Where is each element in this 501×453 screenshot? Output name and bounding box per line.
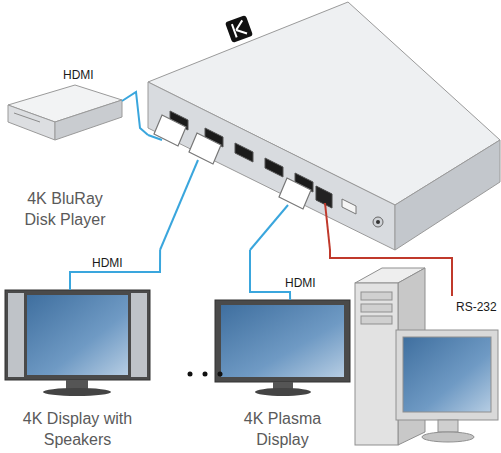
hdmi-distributor xyxy=(395,140,500,250)
hdmi-distributor xyxy=(225,15,253,43)
hdmi-plug xyxy=(154,115,186,146)
hdmi-port xyxy=(235,143,253,162)
computer-node xyxy=(350,265,500,445)
bluray-player xyxy=(14,113,40,122)
rs232-wire-tail xyxy=(325,203,330,250)
display-with-speakers xyxy=(8,293,24,377)
rs232-terminal xyxy=(316,186,332,208)
display-with-speakers xyxy=(43,388,111,396)
computer xyxy=(361,292,392,300)
hdmi-port xyxy=(265,158,283,177)
hdmi-cable xyxy=(122,92,148,135)
computer xyxy=(403,337,491,412)
signal-label: HDMI xyxy=(92,256,123,270)
computer xyxy=(396,330,498,420)
device-caption: 4K BluRay Disk Player xyxy=(15,188,115,230)
display-with-speakers xyxy=(5,290,150,396)
plasma-display xyxy=(255,388,311,396)
dc-jack xyxy=(373,217,383,227)
plasma-display xyxy=(215,300,350,382)
device-caption: 4K Plasma Display xyxy=(228,408,338,450)
rs232-cable xyxy=(330,250,452,265)
ellipsis-dots xyxy=(218,372,223,377)
signal-label: HDMI xyxy=(63,68,94,82)
device-caption: 4K Display with Speakers xyxy=(13,408,143,450)
signal-label: HDMI xyxy=(285,276,316,290)
player-node: 4K BluRay Disk Player xyxy=(8,85,122,140)
bluray-player xyxy=(55,100,122,140)
display-with-speakers xyxy=(5,290,150,380)
computer xyxy=(355,283,398,445)
display-node: 4K Plasma Display xyxy=(215,300,350,395)
computer xyxy=(438,420,458,432)
dip-switch xyxy=(342,199,356,214)
cable-tail xyxy=(148,135,162,140)
rs232-terminal xyxy=(316,186,332,208)
rs232-wire-tail xyxy=(325,203,452,296)
display-with-speakers xyxy=(131,293,147,377)
signal-label: RS-232 xyxy=(456,300,497,314)
cable-tail xyxy=(160,160,198,250)
cable-tail xyxy=(250,205,288,250)
plasma-display xyxy=(221,305,344,377)
computer xyxy=(361,316,392,324)
bluray-player xyxy=(8,85,122,140)
dc-jack xyxy=(376,220,380,224)
display-node: 4K Display with Speakers xyxy=(5,290,150,395)
plasma-display xyxy=(215,300,350,396)
cable-tail xyxy=(148,135,288,250)
hdmi-distributor xyxy=(232,20,247,37)
computer xyxy=(355,268,498,445)
computer xyxy=(361,304,392,312)
hdmi-cable xyxy=(250,250,290,300)
dc-jack xyxy=(373,217,383,227)
ellipsis-dots xyxy=(188,372,193,377)
rs232-wire-tail xyxy=(451,265,453,296)
hdmi-distributor xyxy=(148,82,395,250)
hdmi-plug xyxy=(154,115,311,209)
bluray-player xyxy=(8,105,55,140)
distributor-node xyxy=(148,82,395,250)
display-with-speakers xyxy=(27,295,128,375)
computer xyxy=(422,432,474,442)
ellipsis-dots xyxy=(203,372,208,377)
dip-switch xyxy=(342,199,356,214)
ellipsis-dots xyxy=(188,372,223,377)
hdmi-distributor xyxy=(148,2,500,250)
hdmi-plug xyxy=(189,133,221,164)
hdmi-plug xyxy=(279,178,311,209)
hdmi-cable xyxy=(70,250,160,290)
